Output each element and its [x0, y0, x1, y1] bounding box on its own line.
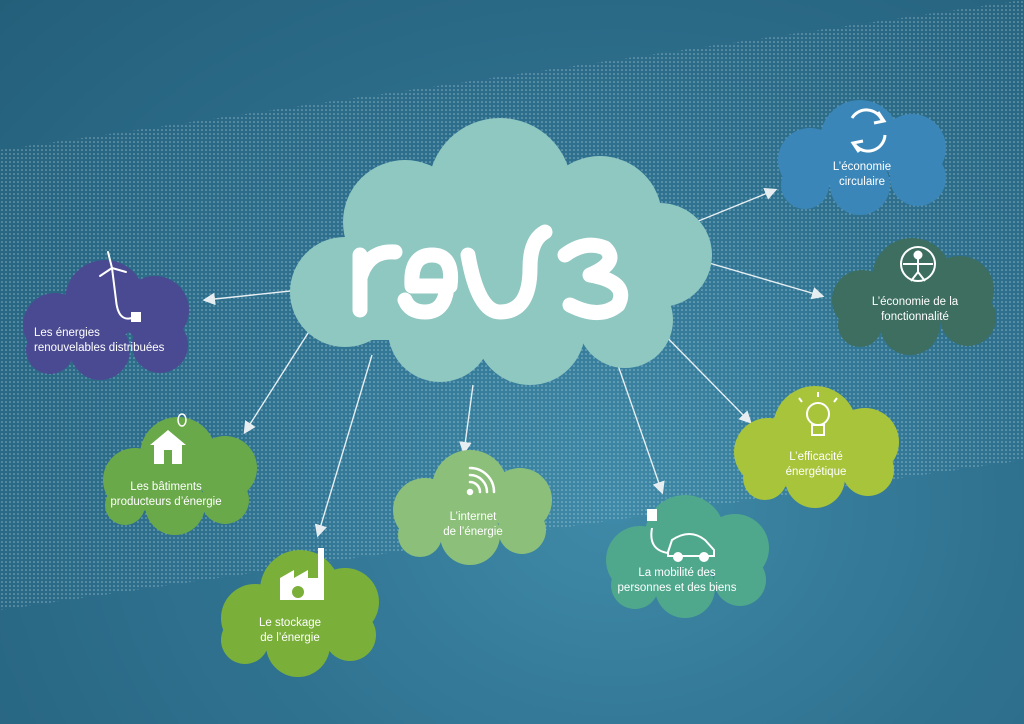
factory-leaf-icon [280, 548, 324, 600]
rev3-logo [352, 224, 629, 320]
arrow-to-buildings [243, 329, 311, 435]
label-storage-line2: de l’énergie [260, 632, 320, 644]
label-buildings: Les bâtiments producteurs d’énergie [110, 480, 221, 510]
recycle-arrows-icon [850, 108, 887, 153]
wind-turbine-plug-icon [99, 251, 141, 322]
cloud-efficiency [734, 386, 899, 508]
label-buildings-line1: Les bâtiments [130, 481, 202, 493]
label-circular-line1: L’économie [832, 161, 892, 173]
cloud-circular [778, 100, 946, 215]
label-renewables-line2: renouvelables distribuées [34, 342, 165, 354]
label-efficiency-line1: L’efficacité [789, 451, 843, 463]
label-circular: L’économie circulaire [833, 160, 891, 190]
light-bulb-icon [798, 392, 838, 436]
label-renewables-line1: Les énergies [34, 327, 100, 339]
label-efficiency: L’efficacité énergétique [786, 450, 847, 480]
label-circular-line2: circulaire [838, 176, 885, 188]
label-functionality-line2: fonctionnalité [881, 311, 949, 323]
cloud-functionality [832, 238, 996, 355]
label-efficiency-line2: énergétique [785, 466, 847, 478]
label-internet-line1: L’internet [449, 511, 497, 523]
connector-arrows [202, 187, 825, 538]
label-storage: Le stockage de l’énergie [259, 616, 321, 646]
electric-car-icon [647, 509, 715, 562]
label-mobility: La mobilité des personnes et des biens [618, 566, 737, 596]
arrow-to-circular [695, 187, 778, 223]
label-mobility-line2: personnes et des biens [617, 582, 737, 594]
label-mobility-line1: La mobilité des [638, 567, 716, 579]
arrow-to-mobility [611, 347, 665, 495]
arrow-to-functionality [691, 257, 825, 300]
label-storage-line1: Le stockage [258, 617, 322, 629]
vitruvian-man-icon [900, 246, 936, 282]
label-internet: L’internet de l’énergie [443, 510, 502, 540]
arrow-to-renewables [202, 289, 301, 306]
cloud-renewables [23, 260, 189, 380]
arrow-to-internet [459, 384, 474, 455]
wifi-signal-icon [466, 466, 496, 496]
label-functionality-line1: L’économie de la [871, 296, 959, 308]
label-buildings-line2: producteurs d’énergie [110, 496, 222, 508]
label-functionality: L’économie de la fonctionnalité [872, 295, 958, 325]
cloud-mobility [606, 495, 769, 618]
label-internet-line2: de l’énergie [443, 526, 503, 538]
label-renewables: Les énergies renouvelables distribuées [34, 326, 164, 356]
cloud-buildings [103, 417, 257, 535]
house-leaf-icon [150, 413, 187, 464]
cloud-internet [393, 450, 552, 565]
arrow-to-storage [314, 354, 373, 538]
